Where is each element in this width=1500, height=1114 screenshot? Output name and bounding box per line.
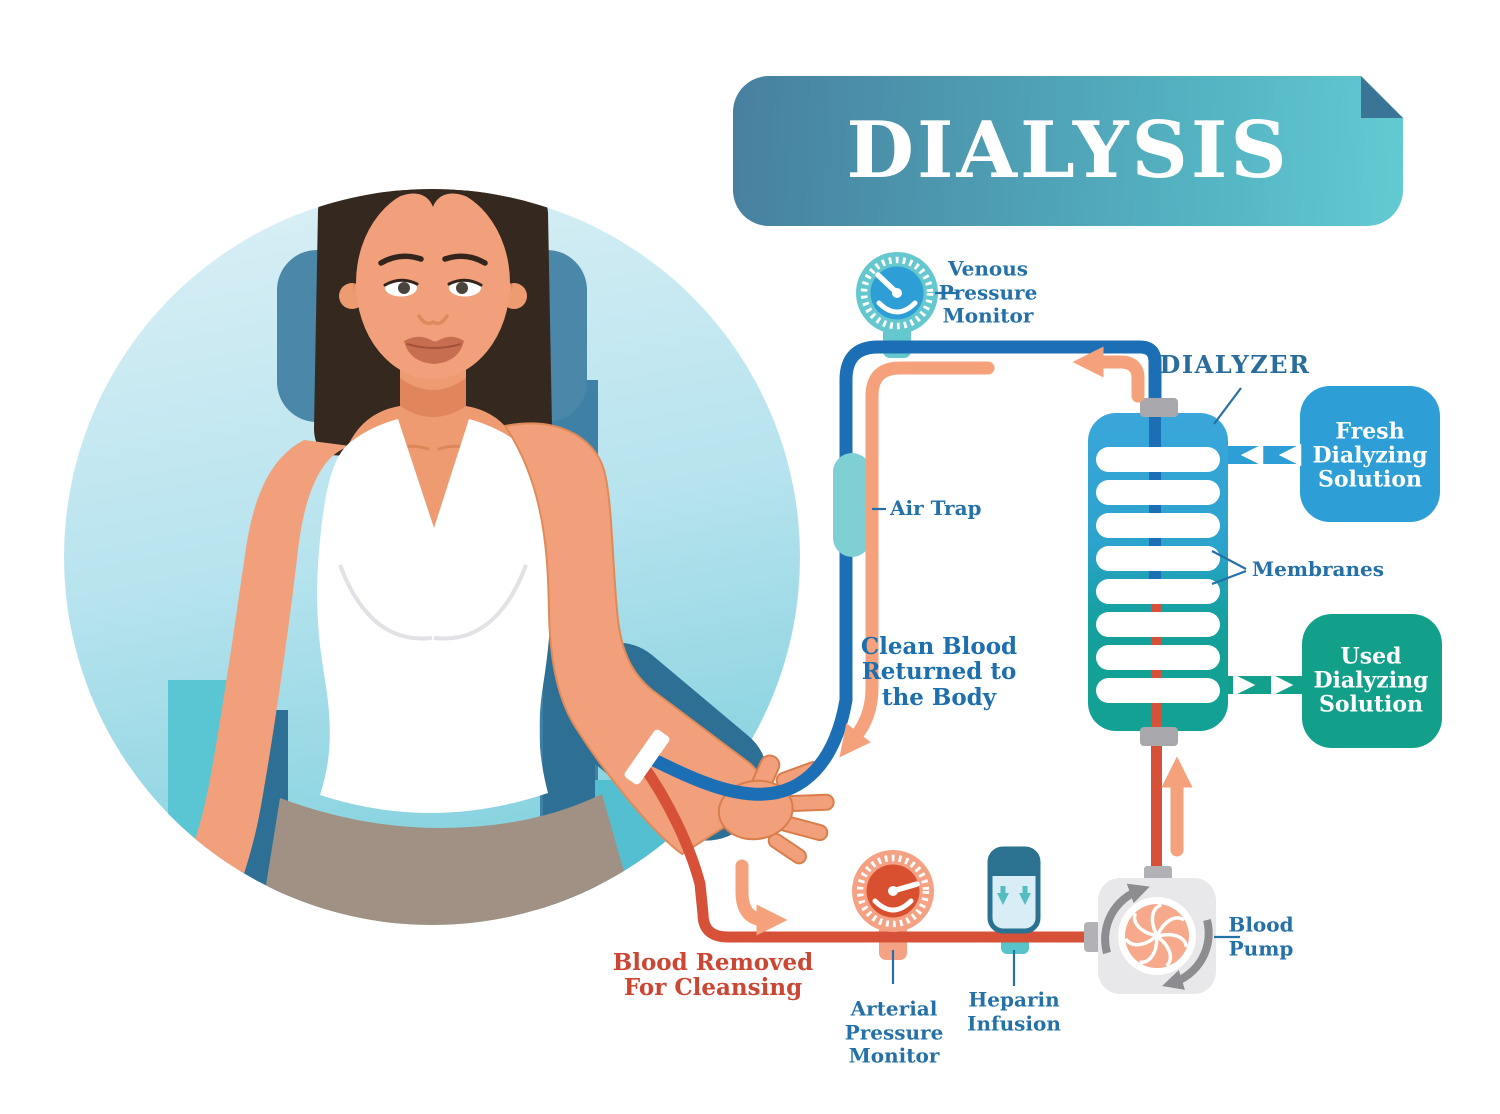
air-trap-label: Air Trap xyxy=(890,496,982,521)
nose xyxy=(417,314,449,326)
venous-pressure-gauge xyxy=(856,252,938,334)
lips xyxy=(404,336,464,364)
blood-pump xyxy=(1084,866,1216,994)
patient-tank-top xyxy=(317,419,551,814)
patient xyxy=(186,189,642,925)
fresh-solution-box xyxy=(1300,386,1440,522)
flow-arrow-from-arm xyxy=(735,859,788,936)
used-solution-box xyxy=(1302,614,1442,748)
arterial-pressure-monitor-label: Arterial Pressure Monitor xyxy=(844,996,944,1068)
air-trap xyxy=(833,453,871,557)
pump-rotation-arrow xyxy=(1162,918,1213,990)
dialyzer-label: DIALYZER xyxy=(1159,349,1311,379)
arterial-blood-tube xyxy=(637,760,1092,943)
patient-hair-front xyxy=(353,189,513,292)
flow-arrow-to-monitor xyxy=(1072,346,1145,403)
right-eye xyxy=(456,282,468,294)
heparin-infusion-label: Heparin Infusion xyxy=(967,987,1061,1035)
venous-blood-tube xyxy=(647,340,1162,801)
title-banner: DIALYSIS xyxy=(733,76,1403,226)
dialyzer-membranes xyxy=(1096,447,1220,703)
right-eyebrow xyxy=(442,253,488,266)
patient-left-arm xyxy=(186,440,350,886)
left-eye xyxy=(398,282,410,294)
blood-flow-arrows xyxy=(735,346,1193,936)
flow-arrow-to-body xyxy=(839,361,995,758)
fresh-dialyzing-solution-label: Fresh Dialyzing Solution xyxy=(1312,418,1428,494)
heparin-infusion-bottle xyxy=(987,846,1041,934)
arterial-pressure-gauge xyxy=(852,850,934,932)
blood-pump-label: Blood Pump xyxy=(1228,912,1294,960)
used-dialyzing-solution-label: Used Dialyzing Solution xyxy=(1313,643,1429,719)
banner-corner-fold xyxy=(1361,76,1403,118)
pump-rotation-arrow xyxy=(1101,883,1150,955)
label-connectors xyxy=(872,291,1247,986)
left-eyebrow xyxy=(378,253,424,266)
venous-pressure-monitor-label: Venous Pressure Monitor xyxy=(938,256,1038,328)
patient-skirt xyxy=(258,794,642,925)
needle-tape xyxy=(624,729,670,785)
page-title: DIALYSIS xyxy=(846,105,1290,196)
patient-head xyxy=(339,189,527,379)
membranes-label: Membranes xyxy=(1252,557,1385,582)
blood-removed-label: Blood Removed For Cleansing xyxy=(612,949,814,1001)
patient-face xyxy=(356,189,510,379)
dialyzer xyxy=(1088,398,1228,884)
clean-blood-label: Clean Blood Returned to the Body xyxy=(860,633,1018,711)
